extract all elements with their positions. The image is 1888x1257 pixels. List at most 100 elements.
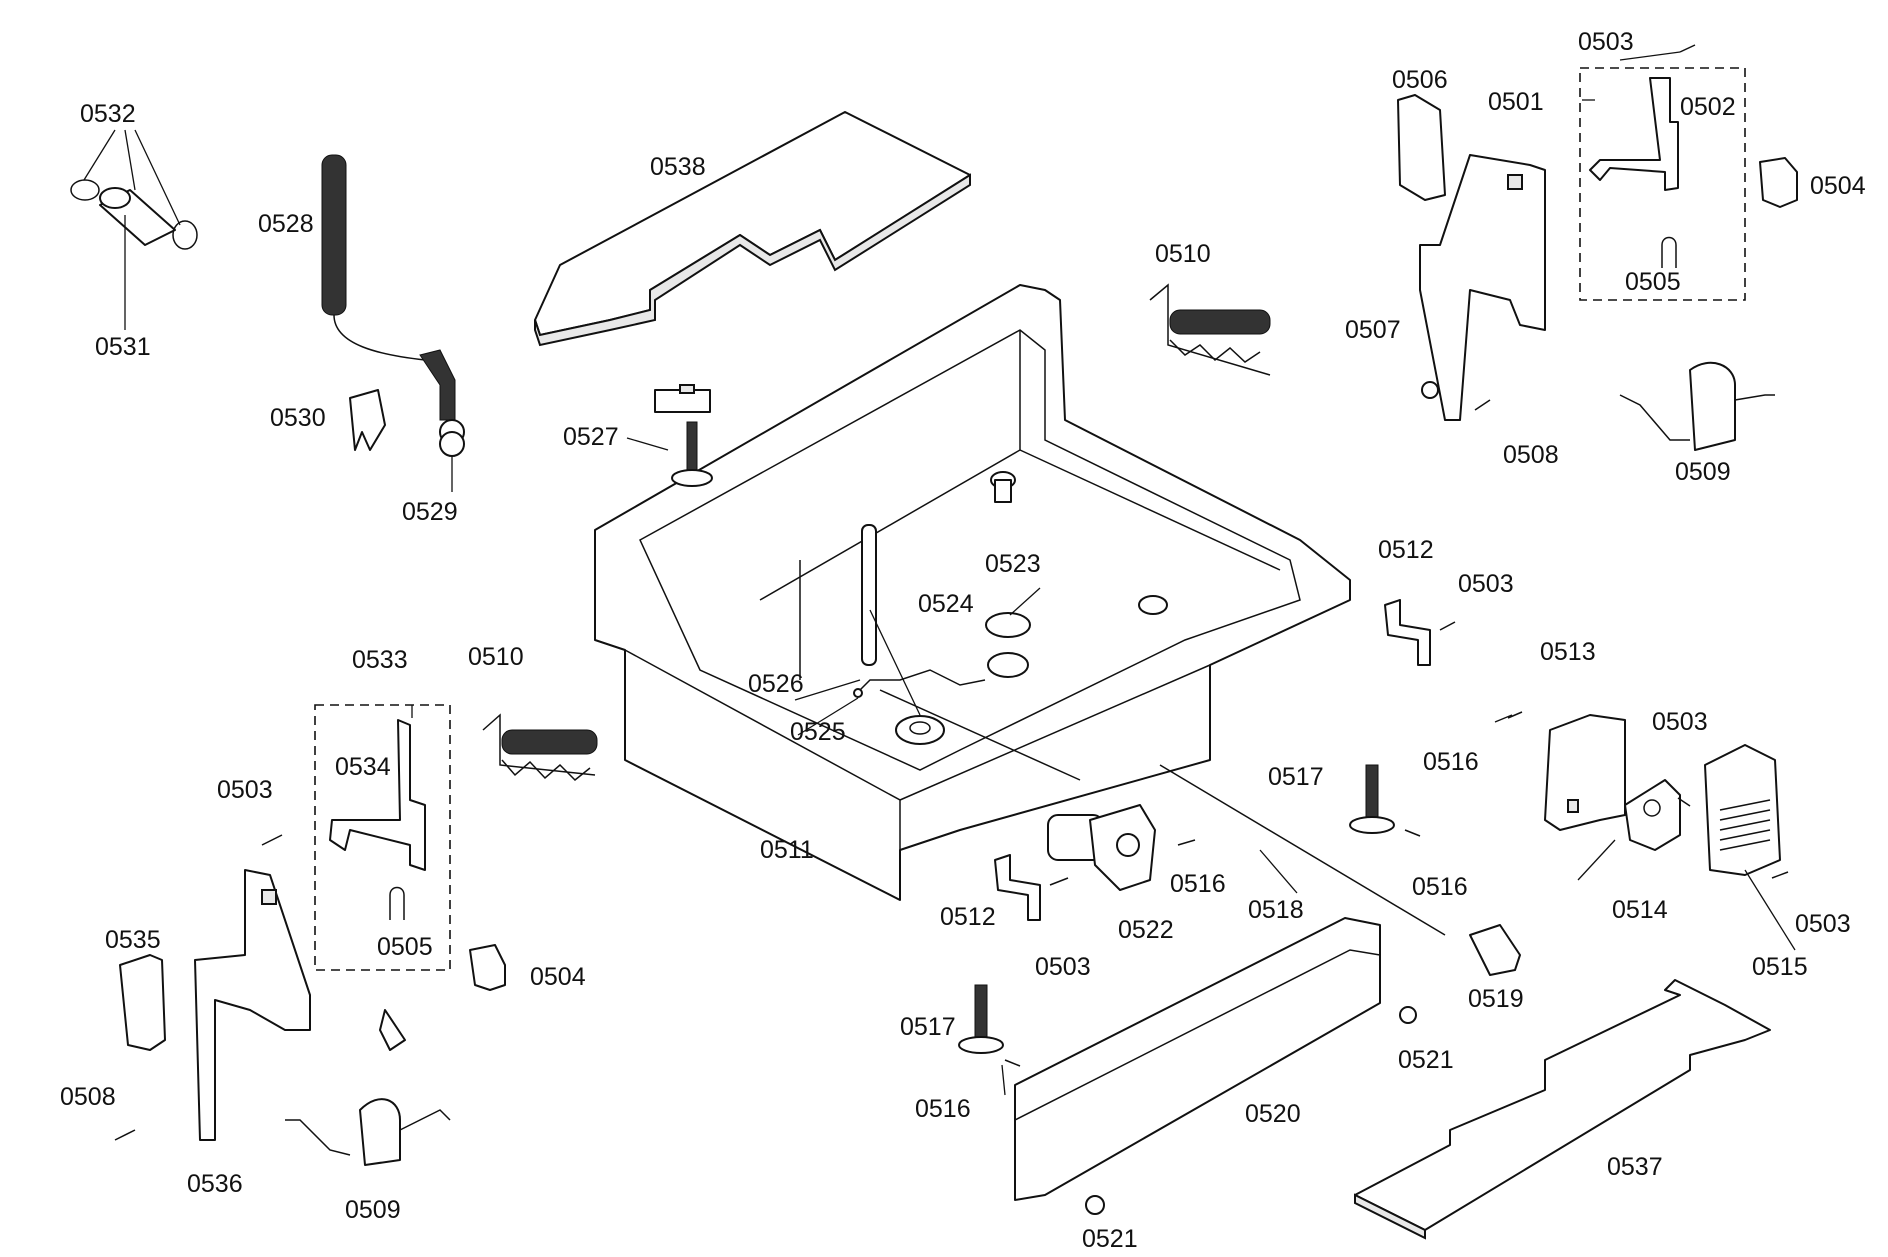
part-0511-base-frame	[594, 284, 1351, 901]
part-0503-screw-right-b	[1771, 871, 1789, 879]
part-0516-screw-mid	[1177, 839, 1196, 846]
label-0523: 0523	[985, 550, 1041, 578]
label-0503-lower: 0503	[1035, 953, 1091, 981]
part-0509-switch-left	[285, 1098, 451, 1166]
part-0516-screw-upper-right	[1404, 829, 1421, 837]
label-0520: 0520	[1245, 1100, 1301, 1128]
label-0509-left: 0509	[345, 1196, 401, 1224]
label-0527: 0527	[563, 423, 619, 451]
label-0535: 0535	[105, 926, 161, 954]
part-0514-plate	[1624, 779, 1681, 851]
label-0522: 0522	[1118, 916, 1174, 944]
label-0534: 0534	[335, 753, 391, 781]
part-0508-screw-right	[1474, 399, 1491, 411]
label-0504-left: 0504	[530, 963, 586, 991]
label-0503-upper: 0503	[1458, 570, 1514, 598]
label-0526: 0526	[748, 670, 804, 698]
part-0505-clip-right	[1661, 236, 1677, 268]
label-0536: 0536	[187, 1170, 243, 1198]
part-0508-screw-left	[114, 1129, 136, 1141]
label-0516-mid: 0516	[1170, 870, 1226, 898]
label-0516-lower: 0516	[915, 1095, 971, 1123]
part-0529-hose-end	[439, 419, 465, 457]
part-0535-cover-left	[119, 954, 166, 1051]
label-0503-left: 0503	[217, 776, 273, 804]
part-0530-hose-clip	[349, 389, 386, 451]
label-0513: 0513	[1540, 638, 1596, 666]
label-0501: 0501	[1488, 88, 1544, 116]
part-0520-kick-plate	[1014, 917, 1381, 1201]
label-0521-lower: 0521	[1082, 1225, 1138, 1253]
part-0503-screw-left	[261, 834, 283, 846]
part-0505-clip-left	[389, 886, 405, 920]
part-0537-insulation-pad	[1354, 979, 1771, 1240]
part-0538-insulation-pad	[534, 111, 971, 347]
part-0509-switch-right	[1619, 361, 1775, 451]
part-0503-screw-lower	[1049, 877, 1069, 886]
part-0527-foot-screw	[654, 384, 713, 487]
label-0525: 0525	[790, 718, 846, 746]
label-0508-left: 0508	[60, 1083, 116, 1111]
part-0518-rod	[1159, 764, 1446, 936]
label-0517-lower: 0517	[900, 1013, 956, 1041]
label-0511: 0511	[760, 836, 814, 864]
part-0517-foot-upper	[1349, 764, 1395, 834]
label-0516-right: 0516	[1423, 748, 1479, 776]
part-0532-clamp-left	[70, 179, 100, 201]
part-0525-wiring-harness	[853, 669, 986, 698]
part-0521-screw-right	[1399, 1006, 1417, 1024]
leader-lines	[83, 51, 1796, 1096]
label-0502: 0502	[1680, 93, 1736, 121]
label-0521-right: 0521	[1398, 1046, 1454, 1074]
label-0517-upper: 0517	[1268, 763, 1324, 791]
label-0518: 0518	[1248, 896, 1304, 924]
part-labels: 0532 0531 0528 0530 0529 0538 0527 0510 …	[60, 28, 1866, 1253]
label-0514: 0514	[1612, 896, 1668, 924]
label-0509-right: 0509	[1675, 458, 1731, 486]
label-0510-right: 0510	[1155, 240, 1211, 268]
part-0501-hinge-assembly-right	[1579, 67, 1746, 301]
label-0530: 0530	[270, 404, 326, 432]
label-0529: 0529	[402, 498, 458, 526]
part-0504-cap-right	[1759, 157, 1798, 208]
part-0532-clamp-right	[172, 220, 198, 250]
part-0512-bracket-upper	[1384, 599, 1431, 666]
part-0533-hinge-assembly-left	[314, 704, 451, 1051]
label-0503-right: 0503	[1652, 708, 1708, 736]
part-0519-knob	[1469, 924, 1521, 976]
label-0512-upper: 0512	[1378, 536, 1434, 564]
label-0538: 0538	[650, 153, 706, 181]
label-0503-far-right: 0503	[1795, 910, 1851, 938]
label-0505-left: 0505	[377, 933, 433, 961]
part-0512-bracket-lower	[994, 854, 1041, 921]
label-0532: 0532	[80, 100, 136, 128]
label-0506: 0506	[1392, 66, 1448, 94]
part-0516-screw-right	[1507, 711, 1523, 719]
label-0515: 0515	[1752, 953, 1808, 981]
part-0503-screw-upper	[1439, 621, 1456, 631]
part-0510-heater-right	[1149, 283, 1271, 376]
part-0515-vent-cover	[1704, 744, 1781, 876]
part-0531-tube	[99, 187, 176, 246]
part-0528-hose	[321, 154, 456, 421]
part-0521-screw-left	[1085, 1195, 1105, 1215]
label-0516-upper-right: 0516	[1412, 873, 1468, 901]
label-0528: 0528	[258, 210, 314, 238]
part-0524-sump-cover	[895, 715, 945, 745]
part-0513-cover-right	[1544, 714, 1626, 831]
part-0517-foot-lower	[958, 984, 1004, 1054]
label-0504-right: 0504	[1810, 172, 1866, 200]
label-0533: 0533	[352, 646, 408, 674]
part-0504-cap-left	[469, 944, 506, 991]
part-0510-heater-left	[482, 713, 598, 782]
part-0522-inlet-valve	[1047, 804, 1156, 891]
part-0536-bracket-left	[194, 869, 311, 1141]
label-0507: 0507	[1345, 316, 1401, 344]
label-0537: 0537	[1607, 1153, 1663, 1181]
part-0503-screw-right-a	[1677, 797, 1691, 807]
label-0512-lower: 0512	[940, 903, 996, 931]
part-0516-screw-lower-left	[1004, 1059, 1021, 1067]
label-0503-top: 0503	[1578, 28, 1634, 56]
part-0506-cover-right	[1397, 94, 1446, 201]
